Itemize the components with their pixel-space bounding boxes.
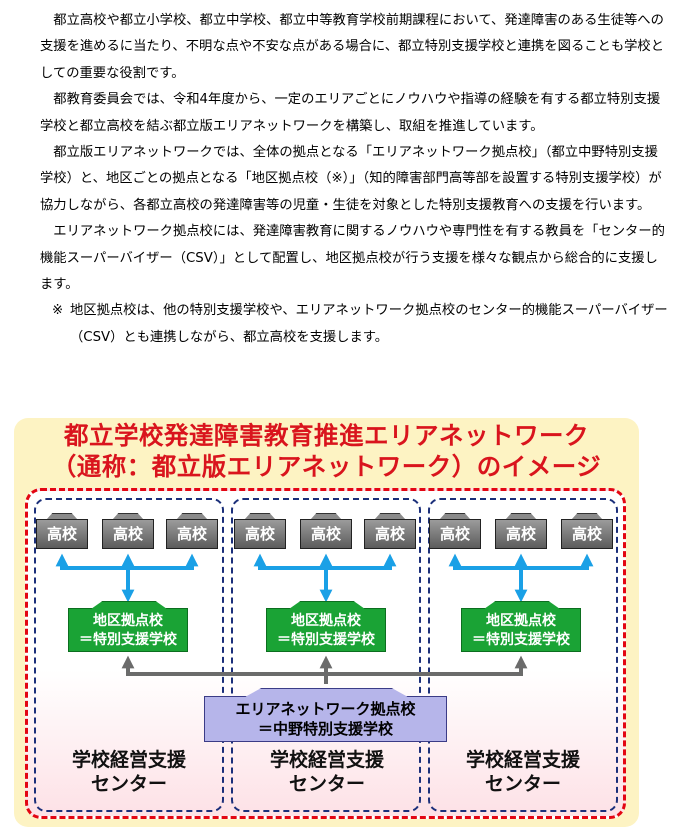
school-r1-3: 高校 [166,513,218,549]
region-frame-3 [428,498,618,812]
area-network-diagram: 都立学校発達障害教育推進エリアネットワーク （通称：都立版エリアネットワーク）の… [14,418,639,827]
school-r1-2: 高校 [102,513,154,549]
support-center-label-3: 学校経営支援 センター [465,749,580,795]
paragraph-3: 都立版エリアネットワークでは、全体の拠点となる「エリアネットワーク拠点校」（都立… [40,145,662,213]
region-frame-2 [231,498,421,812]
school-r2-2: 高校 [300,513,352,549]
district-hub-school-1: 地区拠点校 ＝特別支援学校 [68,601,188,652]
area-network-hub-school: エリアネットワーク拠点校 ＝中野特別支援学校 [204,688,447,742]
district-hub-school-3: 地区拠点校 ＝特別支援学校 [461,601,581,652]
school-r3-3: 高校 [561,513,613,549]
paragraph-1: 都立高校や都立小学校、都立中学校、都立中等教育学校前期課程において、発達障害のあ… [40,13,665,81]
note: ※ 地区拠点校は、他の特別支援学校や、エリアネットワーク拠点校のセンター的機能ス… [40,298,670,351]
support-center-label-1: 学校経営支援 センター [71,749,186,795]
school-r2-1: 高校 [234,513,286,549]
district-hub-school-2: 地区拠点校 ＝特別支援学校 [266,601,386,652]
school-r2-3: 高校 [364,513,416,549]
school-r3-1: 高校 [429,513,481,549]
note-mark: ※ [52,303,64,319]
paragraph-4: エリアネットワーク拠点校には、発達障害教育に関するノウハウや専門性を有する教員を… [40,224,665,293]
region-frame-1 [34,498,224,812]
paragraph-2: 都教育委員会では、令和4年度から、一定のエリアごとにノウハウや指導の経験を有する… [40,92,661,134]
body-text: 都立高校や都立小学校、都立中学校、都立中等教育学校前期課程において、発達障害のあ… [40,8,670,351]
support-center-label-2: 学校経営支援 センター [269,749,384,795]
note-text: 地区拠点校は、他の特別支援学校や、エリアネットワーク拠点校のセンター的機能スーパ… [70,303,668,345]
diagram-title-line-2: （通称：都立版エリアネットワーク）のイメージ [51,452,602,481]
diagram-title-line-1: 都立学校発達障害教育推進エリアネットワーク [64,421,589,450]
school-r1-1: 高校 [36,513,88,549]
school-r3-2: 高校 [495,513,547,549]
